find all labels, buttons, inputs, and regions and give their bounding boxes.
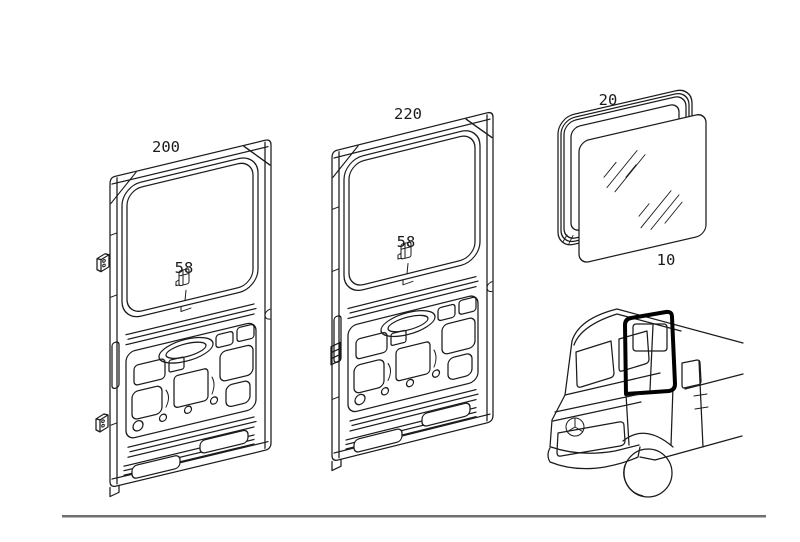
middle-door-drawing	[330, 110, 494, 472]
van-drawing	[547, 308, 744, 498]
door-latch-icon	[330, 341, 341, 366]
label-window-glass: 10	[657, 251, 676, 269]
highlighted-door-window	[623, 309, 677, 396]
label-left-door: 200	[152, 138, 180, 156]
label-window-seal: 20	[599, 91, 618, 109]
label-middle-door: 220	[394, 105, 422, 123]
label-left-door-clip: 58	[175, 259, 194, 277]
window-glass-drawing	[578, 114, 707, 263]
left-door-drawing	[95, 138, 272, 498]
footer-divider-line	[62, 515, 766, 518]
door-hinge-upper-icon	[96, 253, 110, 273]
label-middle-door-clip: 58	[397, 233, 416, 251]
mercedes-star-icon	[565, 417, 585, 437]
glass-reflection-lines	[603, 150, 683, 230]
door-hinge-lower-icon	[95, 413, 109, 433]
